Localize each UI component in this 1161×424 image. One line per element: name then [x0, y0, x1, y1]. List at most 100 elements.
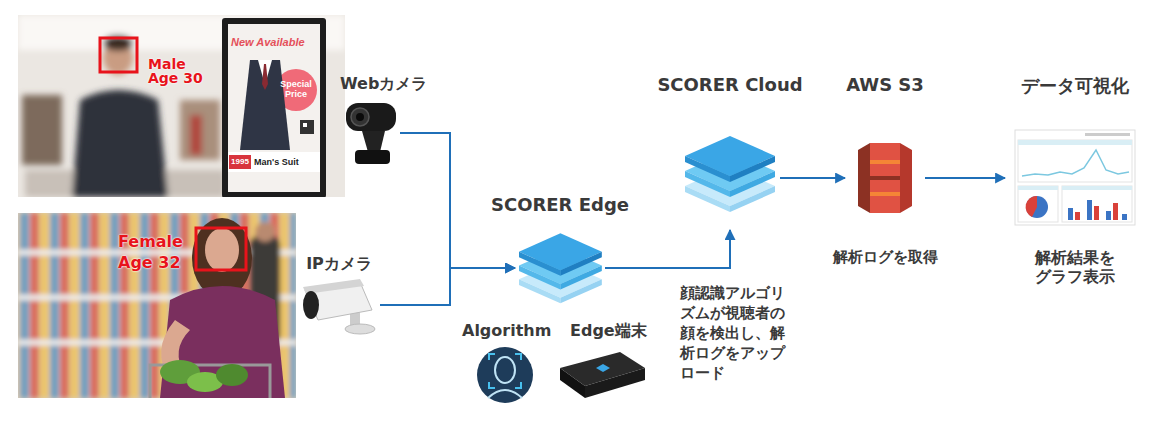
- background-shopper: [255, 222, 275, 242]
- shelf-products: [18, 213, 296, 398]
- webcam-body: [346, 103, 396, 131]
- vegetables: [216, 364, 248, 386]
- pie-slice: [1026, 196, 1037, 217]
- scan-brackets: [489, 354, 521, 388]
- scorer-cloud-logo: [685, 136, 775, 212]
- sign-text: Man's Suit: [254, 157, 299, 168]
- price-tag: [229, 155, 251, 169]
- s3-icon: [858, 143, 912, 213]
- signage-frame: [222, 18, 326, 197]
- webcam-stand: [362, 131, 385, 152]
- shopper-face: [205, 228, 239, 272]
- qr-code: [303, 123, 307, 127]
- bar: [1087, 200, 1092, 220]
- product-strip: [228, 152, 320, 172]
- device-logo: [596, 364, 610, 372]
- node-heading: AWS S3: [846, 74, 924, 96]
- tie: [262, 64, 268, 90]
- storage-node: AWS S3解析ログを取得: [845, 138, 925, 218]
- clothing-rack: [22, 95, 62, 165]
- node-heading: Webカメラ: [340, 74, 427, 93]
- flow-arrow: [605, 230, 730, 268]
- sign-text: Special Price: [276, 80, 316, 100]
- camera-node: Webカメラ: [340, 98, 400, 168]
- signage-screen: [228, 24, 320, 192]
- webcam-foot: [355, 150, 390, 164]
- webcam-lens: [356, 113, 364, 121]
- chart-panel: [1018, 140, 1132, 182]
- chart-panel: [1018, 186, 1058, 222]
- device-side: [560, 368, 585, 398]
- algorithm-icon: [477, 347, 533, 403]
- dashboard-card: [1015, 130, 1135, 225]
- shoulders: [488, 390, 522, 398]
- bar: [1068, 208, 1073, 220]
- component-label: Algorithm: [462, 321, 551, 340]
- dashboard-icon: [1015, 130, 1135, 225]
- node-heading: SCORER Cloud: [657, 74, 802, 96]
- shopper-body: [72, 90, 168, 197]
- bar: [1094, 206, 1099, 220]
- edge-device-icon: [560, 352, 645, 398]
- bar: [1113, 203, 1118, 220]
- chart-header: [1062, 186, 1132, 190]
- connectors: [380, 133, 1005, 305]
- bucket-side: [858, 143, 870, 213]
- supermarket-photo: [18, 213, 296, 398]
- chart-panel: [1062, 186, 1132, 222]
- connector-label: 顔認識アルゴリズムが視聴者の顔を検出し、解析ログをアップロード: [680, 283, 798, 383]
- flow-arrow: [780, 177, 845, 179]
- camera-base: [345, 324, 375, 334]
- node-caption: 解析ログを取得: [833, 248, 938, 266]
- shopper-body: [160, 286, 285, 398]
- camera-lens: [303, 291, 319, 319]
- node-heading: SCORER Edge: [491, 194, 629, 216]
- cloud-node: SCORER Cloud: [680, 118, 780, 230]
- face-label: Female: [118, 232, 183, 251]
- clothing: [190, 115, 202, 155]
- clothing-rack: [180, 100, 220, 160]
- webcam-lens: [351, 108, 369, 126]
- sign-text: 1995: [229, 157, 251, 167]
- face-box: [100, 38, 137, 72]
- bar: [1106, 211, 1111, 220]
- chart-header: [1018, 186, 1058, 190]
- face-label: Age 30: [148, 70, 203, 87]
- bar: [1075, 212, 1080, 220]
- node-heading: IPカメラ: [306, 254, 372, 273]
- bucket-band: [870, 176, 900, 180]
- face-box: [196, 228, 246, 270]
- face-outline: [495, 357, 515, 383]
- blurred-scene: [18, 213, 296, 398]
- photo-backdrop: [18, 213, 296, 398]
- ip-camera-icon: [303, 279, 375, 334]
- bar: [1122, 214, 1127, 220]
- scorer-edge-logo: [519, 233, 602, 303]
- algorithm-disc: [477, 347, 533, 403]
- face-label: Age 32: [118, 253, 181, 272]
- pie-chart: [1026, 196, 1048, 218]
- shopper-hair: [192, 218, 252, 298]
- component-label: Edge端末: [570, 321, 647, 340]
- node-heading: データ可視化: [1021, 75, 1129, 97]
- node-caption: 解析結果を グラフ表示: [1029, 248, 1121, 286]
- bucket-band: [870, 160, 900, 164]
- camera-node: IPカメラ: [298, 276, 380, 334]
- store-photo: [18, 15, 345, 197]
- flow-arrow: [380, 268, 515, 305]
- bucket-body: [870, 143, 900, 213]
- line-chart: [1022, 150, 1129, 176]
- bucket-side: [900, 143, 912, 213]
- webcam-icon: [346, 103, 396, 164]
- chart-header: [1018, 140, 1132, 145]
- device-front: [585, 368, 645, 398]
- flow-arrow: [925, 177, 1005, 179]
- blurred-scene: [18, 15, 345, 197]
- dashboard-header: [1085, 133, 1130, 136]
- photo-backdrop: [18, 15, 345, 197]
- edge-node: SCORER Edge: [515, 222, 605, 314]
- bucket-band: [870, 192, 900, 196]
- suit: [240, 60, 290, 150]
- sign-text: New Available: [231, 36, 305, 49]
